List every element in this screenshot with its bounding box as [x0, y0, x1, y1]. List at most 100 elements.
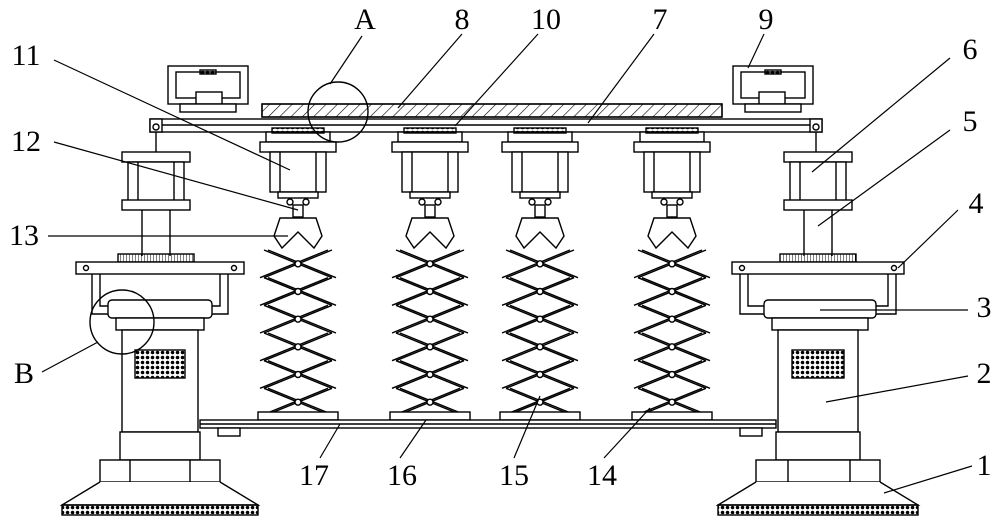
label-8: 8 [454, 3, 470, 36]
unit-1-clamp [273, 217, 323, 250]
unit-1-coupling-l [286, 198, 294, 206]
unit-4-coupling-r [676, 198, 684, 206]
label-17: 17 [299, 459, 329, 492]
unit-4-scissor-pivot [668, 398, 676, 406]
unit-2-coupling-r [434, 198, 442, 206]
unit-3-scissor-arm-edge [509, 304, 579, 334]
unit-3-scissor-pivot [536, 343, 544, 351]
unit-1-coupling-r [302, 198, 310, 206]
unit-4-scissor-pivot [668, 287, 676, 296]
label-6: 6 [962, 33, 978, 66]
unit-3-scissor-arm-edge [501, 277, 571, 306]
unit-1-scissor-arm-edge [259, 249, 329, 279]
unit-3-cylinder-base [519, 191, 561, 199]
unit-2-coupling-l [418, 198, 426, 206]
unit-2-cylinder [401, 151, 459, 193]
unit-1-rod [292, 204, 304, 218]
label-10: 10 [531, 3, 561, 36]
unit-2-scissor-arm-edge [399, 304, 469, 334]
unit-3-scissor-pivot [536, 370, 544, 379]
unit-2-scissor-arm-edge [391, 360, 461, 389]
base-bar-16 [199, 419, 777, 437]
unit-3-slider-teeth [513, 127, 567, 134]
label-13: 13 [9, 219, 39, 252]
unit-4-scissor-foot [631, 411, 713, 421]
unit-2-clamp [405, 217, 455, 250]
unit-1-scissor-arm-edge [267, 332, 337, 362]
unit-2-scissor-pivot [426, 315, 434, 323]
unit-2-slider-teeth [403, 127, 457, 134]
unit-1-scissor-arm-edge [267, 277, 337, 306]
right-column [715, 132, 921, 516]
unit-4-scissor-arm-edge [641, 332, 711, 362]
unit-3-rod [534, 204, 546, 218]
unit-3-scissor-pivot [536, 315, 544, 323]
unit-3-coupling-r [544, 198, 552, 206]
unit-4-scissor-arm-edge [641, 304, 711, 334]
label-14: 14 [587, 459, 617, 492]
unit-1-cylinder-cap [259, 141, 337, 153]
label-15: 15 [499, 459, 529, 492]
unit-4-scissor-arm-edge [633, 249, 703, 279]
unit-1-cylinder-base [277, 191, 319, 199]
unit-4-scissor-arm-edge [633, 277, 703, 306]
unit-2-scissor-arm-edge [399, 360, 469, 389]
unit-4-scissor-pivot [668, 315, 676, 323]
unit-3-scissor-pivot [536, 287, 544, 296]
unit-1-scissor-pivot [294, 260, 302, 268]
unit-3-scissor-arm-edge [509, 277, 579, 306]
unit-4-scissor-arm-edge [641, 360, 711, 389]
unit-3-scissor-arm-edge [509, 249, 579, 279]
unit-4-rod [666, 204, 678, 218]
unit-4-scissor-arm-edge [633, 332, 703, 362]
detail-circle-b [89, 289, 155, 355]
unit-2-scissor-arm-edge [391, 277, 461, 306]
unit-4-cylinder [643, 151, 701, 193]
label-4: 4 [968, 187, 984, 220]
unit-1-scissor-pivot [294, 315, 302, 323]
unit-2-scissor-arm-edge [399, 332, 469, 362]
unit-1-scissor-arm-edge [267, 304, 337, 334]
top-plate-8 [261, 103, 723, 118]
unit-4-slider-teeth [645, 127, 699, 134]
unit-4-scissor-pivot [668, 260, 676, 268]
monitor-left [167, 65, 249, 113]
label-16: 16 [387, 459, 417, 492]
unit-3-scissor-foot [499, 411, 581, 421]
unit-2-scissor-pivot [426, 343, 434, 351]
unit-4-scissor-arm-edge [641, 277, 711, 306]
unit-3-scissor-arm-edge [501, 360, 571, 389]
unit-3-scissor-pivot [536, 260, 544, 268]
unit-3-scissor-arm-edge [509, 332, 579, 362]
unit-1-scissor-arm-edge [267, 360, 337, 389]
unit-3-cylinder-cap [501, 141, 579, 153]
unit-1-scissor-pivot [294, 287, 302, 296]
unit-3-scissor-arm-edge [501, 304, 571, 334]
unit-1-scissor-arm-edge [259, 332, 329, 362]
label-1: 1 [976, 449, 992, 482]
unit-1-scissor-arm-edge [259, 304, 329, 334]
monitor-right-9 [732, 65, 814, 113]
unit-2-scissor-foot [389, 411, 471, 421]
unit-3-cylinder [511, 151, 569, 193]
detail-circle-a [307, 81, 369, 143]
leader-lines [41, 33, 973, 494]
unit-4-scissor-pivot [668, 343, 676, 351]
unit-3-clamp [515, 217, 565, 250]
unit-1-scissor-pivot [294, 398, 302, 406]
unit-4-scissor-pivot [668, 370, 676, 379]
left-column [59, 132, 261, 516]
unit-2-scissor-arm-edge [399, 249, 469, 279]
unit-1-scissor-arm-edge [267, 249, 337, 279]
scissor-lift-units [257, 127, 713, 421]
unit-2-scissor-arm-edge [399, 277, 469, 306]
unit-1-scissor-pivot [294, 343, 302, 351]
label-9: 9 [758, 3, 774, 36]
label-5: 5 [962, 105, 978, 138]
unit-4-cylinder-base [651, 191, 693, 199]
unit-3-coupling-l [528, 198, 536, 206]
unit-2-scissor-arm-edge [391, 304, 461, 334]
unit-2-cylinder-base [409, 191, 451, 199]
